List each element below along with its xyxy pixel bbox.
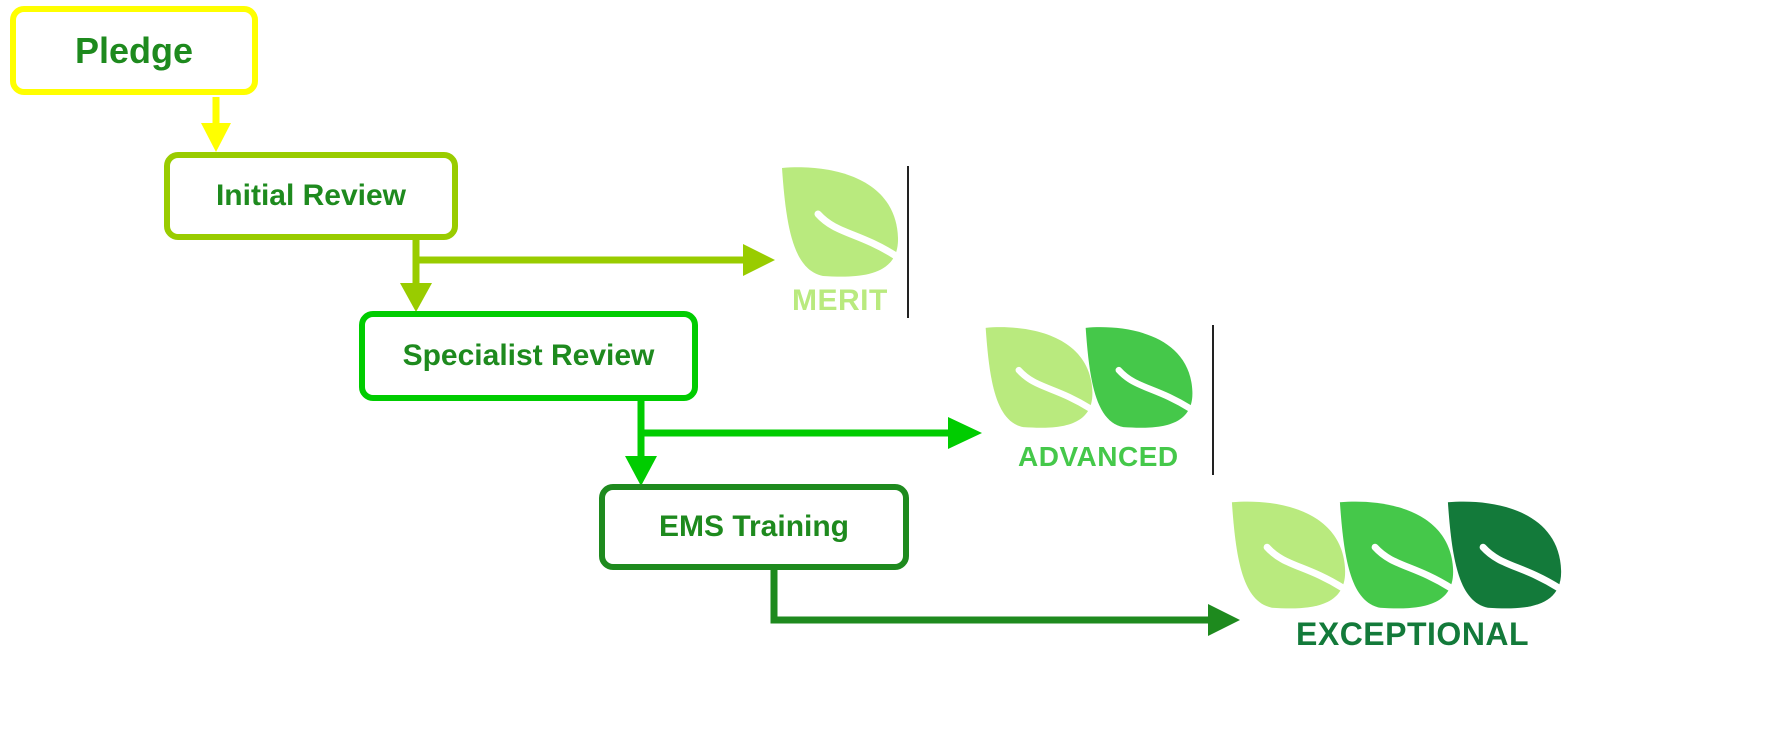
badge-advanced-label: ADVANCED: [1018, 441, 1179, 472]
step-ems-training-label: EMS Training: [658, 510, 850, 543]
arrowhead-initial-to-specialist: [400, 283, 432, 312]
badge-merit: MERIT: [778, 166, 908, 318]
badge-merit-divider: [907, 166, 909, 318]
step-specialist-review-label: Specialist Review: [402, 339, 655, 372]
badge-advanced-divider: [1212, 325, 1214, 475]
badge-merit-label: MERIT: [792, 284, 888, 317]
badge-advanced: ADVANCED: [982, 325, 1214, 475]
step-pledge-label: Pledge: [74, 29, 194, 71]
leaf-icon: [1231, 501, 1347, 609]
leaf-icon: [985, 327, 1094, 428]
leaf-icon: [782, 167, 900, 277]
arrowhead-pledge-to-initial: [201, 123, 231, 152]
arrowhead-to-exceptional: [1208, 604, 1240, 636]
arrow-ems-to-exceptional: [770, 569, 1210, 624]
step-pledge: Pledge: [10, 6, 258, 95]
badge-exceptional-label: EXCEPTIONAL: [1296, 616, 1530, 652]
step-specialist-review: Specialist Review: [359, 311, 698, 401]
leaf-icon: [1447, 501, 1563, 609]
leaf-icon: [1339, 501, 1455, 609]
arrowhead-to-advanced: [948, 417, 982, 449]
leaf-icon: [1085, 327, 1194, 428]
step-initial-review-label: Initial Review: [215, 179, 407, 212]
arrowhead-to-merit: [743, 244, 775, 276]
step-ems-training: EMS Training: [599, 484, 909, 570]
step-initial-review: Initial Review: [164, 152, 458, 240]
badge-exceptional: EXCEPTIONAL: [1228, 500, 1568, 660]
arrowhead-specialist-to-ems: [625, 456, 657, 486]
